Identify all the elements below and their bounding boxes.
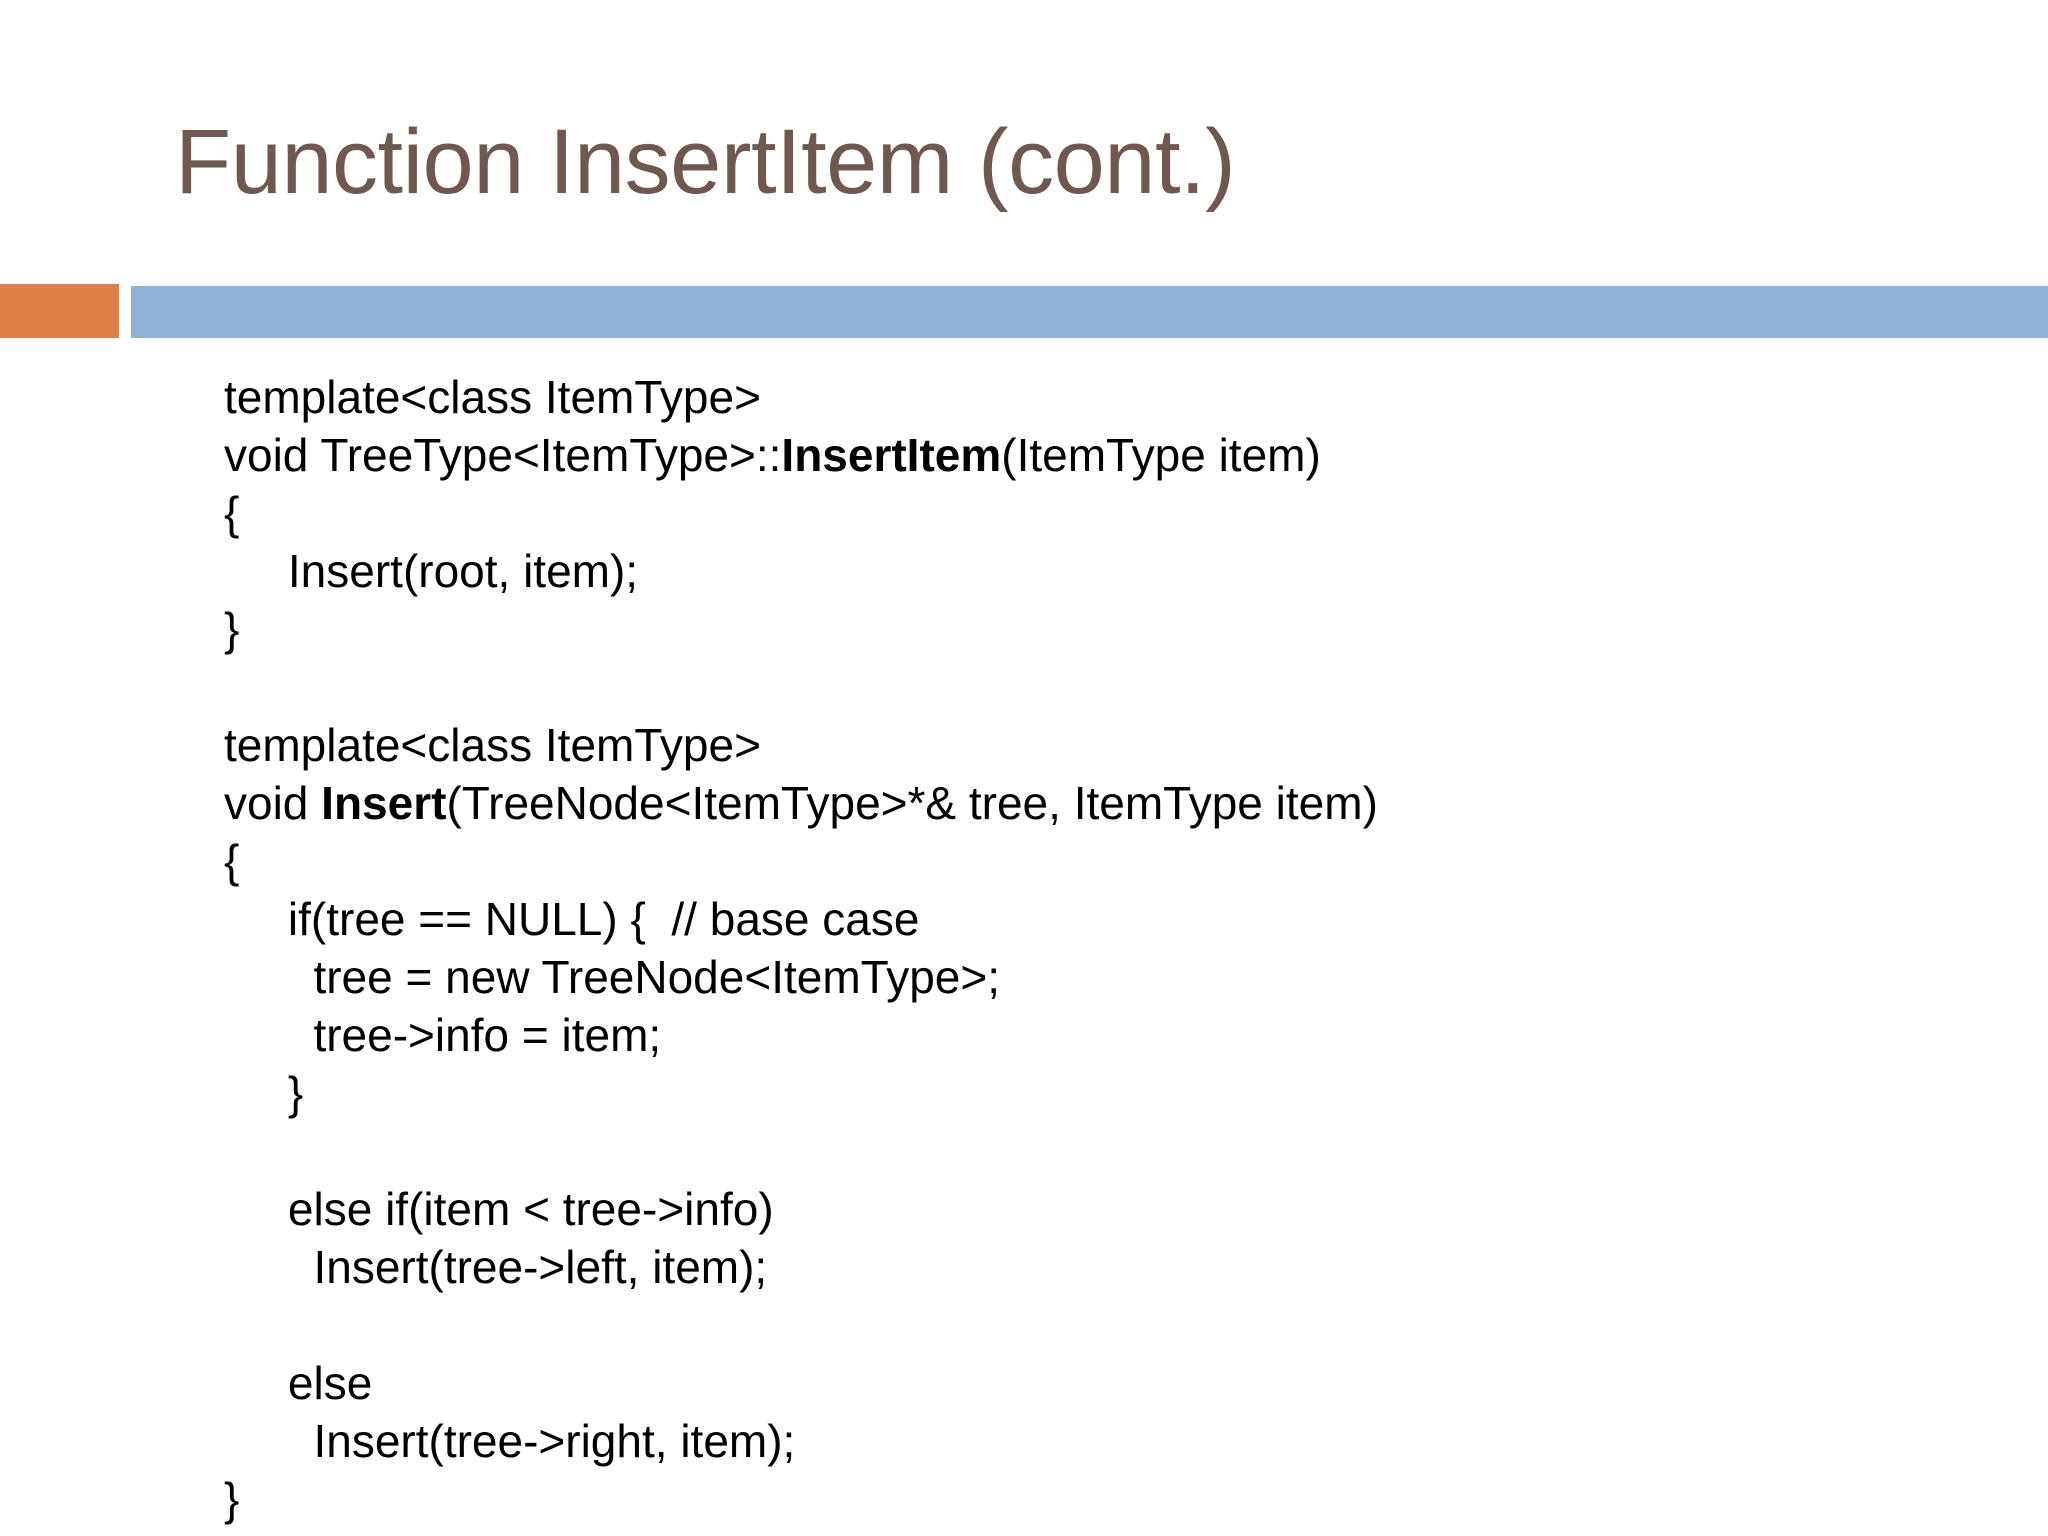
code-line: Insert(tree->right, item); [224, 1412, 1924, 1470]
code-line: } [224, 600, 1924, 658]
code-line: if(tree == NULL) { // base case [224, 890, 1924, 948]
code-block: template<class ItemType>void TreeType<It… [224, 368, 1924, 1528]
code-line: tree->info = item; [224, 1006, 1924, 1064]
code-text: template<class ItemType> [224, 719, 761, 771]
code-line: Insert(root, item); [224, 542, 1924, 600]
code-text: else [224, 1357, 373, 1409]
code-line: void Insert(TreeNode<ItemType>*& tree, I… [224, 774, 1924, 832]
code-line: } [224, 1064, 1924, 1122]
code-line: } [224, 1470, 1924, 1528]
code-text: void [224, 777, 322, 829]
accent-square [0, 284, 119, 338]
code-text: else if(item < tree->info) [224, 1183, 774, 1235]
code-line: { [224, 484, 1924, 542]
title-area: Function InsertItem (cont.) [175, 108, 1935, 218]
code-text: { [224, 487, 240, 539]
code-identifier-bold: Insert [321, 777, 447, 829]
code-line [224, 658, 1924, 716]
code-text: Insert(root, item); [224, 545, 639, 597]
code-text: } [224, 1473, 240, 1525]
code-line: tree = new TreeNode<ItemType>; [224, 948, 1924, 1006]
code-line [224, 1122, 1924, 1180]
code-line: { [224, 832, 1924, 890]
code-text: } [224, 1067, 304, 1119]
code-line: template<class ItemType> [224, 368, 1924, 426]
code-line [224, 1296, 1924, 1354]
code-identifier-bold: InsertItem [781, 429, 1002, 481]
code-text: } [224, 603, 240, 655]
code-text: Insert(tree->left, item); [224, 1241, 768, 1293]
code-line: void TreeType<ItemType>::InsertItem(Item… [224, 426, 1924, 484]
code-text: void TreeType<ItemType>:: [224, 429, 782, 481]
code-text: tree->info = item; [224, 1009, 662, 1061]
code-line: else [224, 1354, 1924, 1412]
title-divider [0, 284, 2048, 338]
code-text: { [224, 835, 240, 887]
code-line: else if(item < tree->info) [224, 1180, 1924, 1238]
page-title: Function InsertItem (cont.) [175, 111, 1236, 213]
code-text: if(tree == NULL) { // base case [224, 893, 920, 945]
code-text: tree = new TreeNode<ItemType>; [224, 951, 1001, 1003]
code-line: Insert(tree->left, item); [224, 1238, 1924, 1296]
code-text: (ItemType item) [1001, 429, 1321, 481]
code-text: (TreeNode<ItemType>*& tree, ItemType ite… [446, 777, 1378, 829]
code-text: Insert(tree->right, item); [224, 1415, 796, 1467]
divider-bar [131, 286, 2048, 338]
code-text: template<class ItemType> [224, 371, 761, 423]
code-line: template<class ItemType> [224, 716, 1924, 774]
